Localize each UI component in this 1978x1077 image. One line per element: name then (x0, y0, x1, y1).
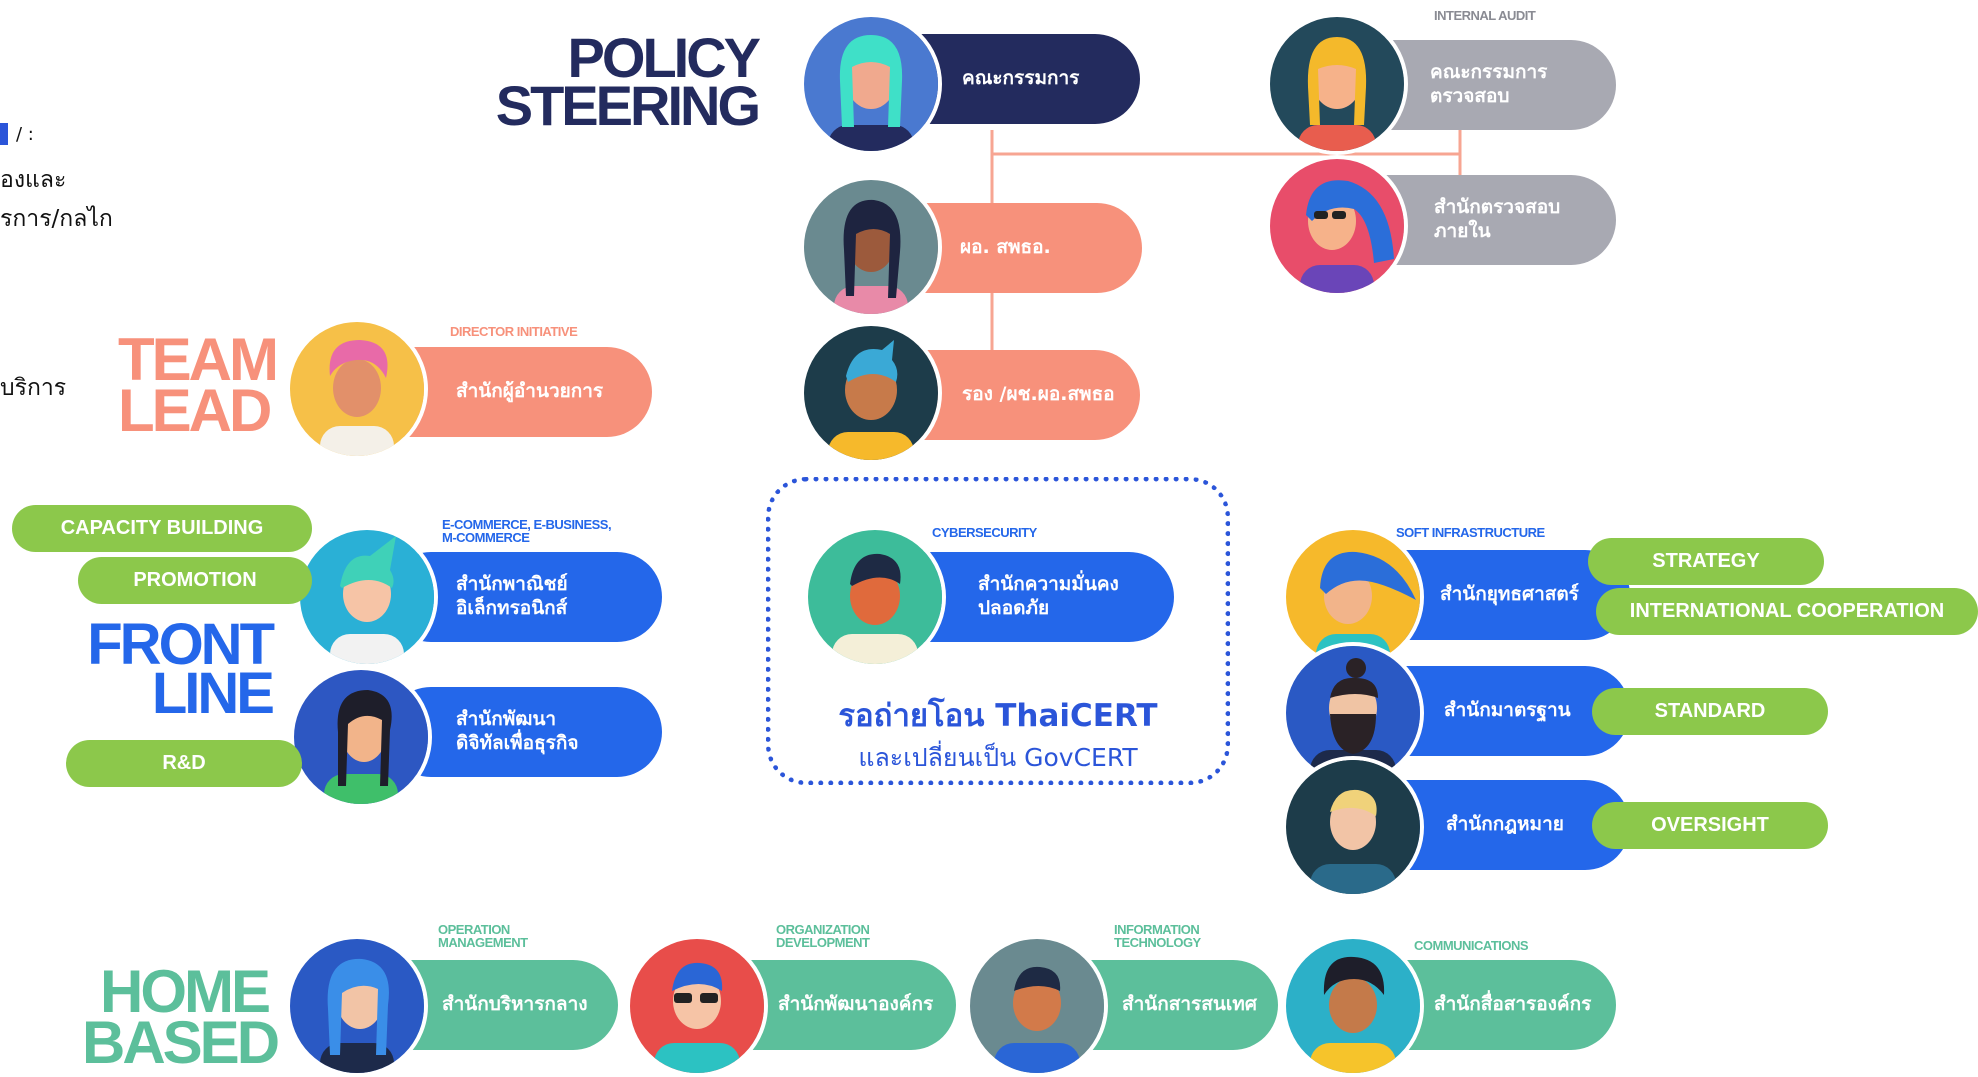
header-soft-infrastructure: SOFT INFRASTRUCTURE (1396, 525, 1545, 540)
transfer-note-title: รอถ่ายโอน ThaiCERT (838, 698, 1158, 734)
avatar-director (800, 176, 942, 318)
avatar-deputy (800, 322, 942, 464)
tag-rnd: R&D (66, 740, 302, 787)
avatar-org-dev (626, 935, 768, 1077)
group-front-line: FRONT LINE (87, 612, 275, 727)
left-fragment-2: องและ (0, 167, 67, 193)
tag-strategy: STRATEGY (1588, 538, 1824, 585)
avatar-board (800, 13, 942, 155)
avatar-security (804, 526, 946, 668)
tag-standard: STANDARD (1592, 688, 1828, 735)
header-information-technology: INFORMATION TECHNOLOGY (1114, 922, 1201, 950)
left-fragment-3: รการ/กลไก (0, 206, 113, 232)
left-fragment-4: บริการ (0, 375, 67, 401)
person-icon (294, 670, 428, 804)
person-icon (1286, 939, 1420, 1073)
avatar-digital-business (290, 666, 432, 808)
avatar-director-office (286, 318, 428, 460)
header-cybersecurity: CYBERSECURITY (932, 525, 1037, 540)
avatar-it (966, 935, 1108, 1077)
person-icon (804, 180, 938, 314)
header-communications: COMMUNICATIONS (1414, 938, 1529, 953)
person-icon (1286, 760, 1420, 894)
avatar-communications (1282, 935, 1424, 1077)
group-policy-steering: POLICY STEERING (495, 26, 761, 137)
office-digital-business: สำนักพัฒนา ดิจิทัลเพื่อธุรกิจ (386, 687, 662, 777)
header-operation-management: OPERATION MANAGEMENT (438, 922, 528, 950)
avatar-admin (286, 935, 428, 1077)
avatar-ecommerce (296, 526, 438, 668)
person-icon (804, 326, 938, 460)
tag-international-cooperation: INTERNATIONAL COOPERATION (1596, 588, 1978, 635)
group-home-based: HOME BASED (82, 958, 280, 1076)
tag-promotion: PROMOTION (78, 557, 312, 604)
tag-oversight: OVERSIGHT (1592, 802, 1828, 849)
avatar-law (1282, 756, 1424, 898)
person-icon (1270, 159, 1404, 293)
left-fragment-1: / : (0, 120, 34, 146)
person-icon (808, 530, 942, 664)
person-icon (630, 939, 764, 1073)
cybersecurity-box (766, 477, 1230, 785)
person-icon (970, 939, 1104, 1073)
transfer-note-subtitle: และเปลี่ยนเป็น GovCERT (858, 743, 1138, 772)
header-ecommerce: E-COMMERCE, E-BUSINESS, M-COMMERCE (442, 517, 612, 545)
person-icon (804, 17, 938, 151)
header-internal-audit: INTERNAL AUDIT (1434, 8, 1536, 23)
group-team-lead: TEAM LEAD (118, 326, 279, 444)
avatar-internal-audit (1266, 155, 1408, 297)
person-icon (290, 322, 424, 456)
person-icon (300, 530, 434, 664)
person-icon (290, 939, 424, 1073)
header-director-initiative: DIRECTOR INITIATIVE (450, 324, 578, 339)
person-icon (1270, 17, 1404, 151)
header-organization-development: ORGANIZATION DEVELOPMENT (776, 922, 870, 950)
avatar-audit-board (1266, 13, 1408, 155)
tag-capacity-building: CAPACITY BUILDING (12, 505, 312, 552)
